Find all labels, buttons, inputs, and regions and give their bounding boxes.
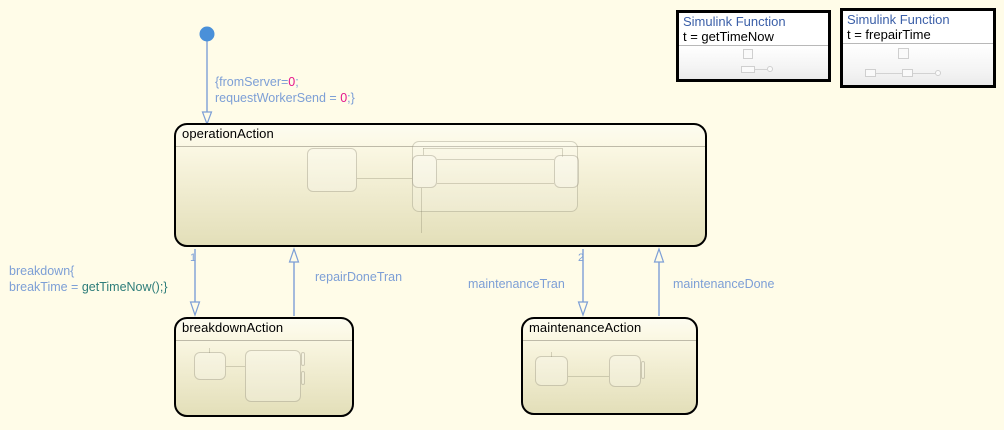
inner-substate (535, 356, 568, 386)
inner-port (301, 371, 305, 385)
inner-substate (609, 355, 641, 387)
default-transition-label: {fromServer=0; requestWorkerSend = 0;} (215, 75, 355, 105)
inner-substate (194, 352, 226, 380)
inner-port (301, 352, 305, 366)
preview-block (865, 69, 876, 77)
inner-connector (568, 376, 609, 377)
simulink-function-kind: Simulink Function (847, 12, 950, 27)
inner-substate (412, 155, 437, 188)
preview-port (935, 70, 941, 76)
state-divider (176, 146, 705, 147)
preview-signal-line (913, 73, 935, 74)
breakdown-transition-label: breakdown{ breakTime = getTimeNow();} (9, 264, 168, 294)
simulink-function-header: Simulink Function t = frepairTime (843, 11, 993, 43)
inner-connector (421, 188, 422, 233)
repair-done-transition-label: repairDoneTran (315, 270, 403, 284)
state-operationAction[interactable]: operationAction (174, 123, 707, 247)
maintenance-transition-arrowhead (577, 301, 589, 317)
preview-block (743, 49, 753, 59)
preview-block (898, 48, 909, 59)
state-breakdownAction[interactable]: breakdownAction (174, 317, 354, 417)
default-transition-arrowhead (201, 111, 213, 126)
simulink-function-header: Simulink Function t = getTimeNow (679, 13, 828, 45)
simulink-function-frepairTime[interactable]: Simulink Function t = frepairTime (840, 8, 996, 88)
state-label-maintenanceAction: maintenanceAction (529, 320, 642, 335)
preview-block (741, 66, 755, 73)
inner-connector (357, 178, 412, 179)
inner-superstate (412, 141, 578, 212)
inner-connector (562, 148, 563, 157)
simulink-function-signature: t = frepairTime (847, 27, 931, 42)
state-divider (523, 340, 696, 341)
state-label-operationAction: operationAction (182, 126, 274, 141)
maintenance-transition-priority: 2 (578, 252, 585, 264)
default-transition-junction (199, 26, 215, 42)
repair-done-transition-arrowhead (288, 247, 300, 263)
inner-connector (437, 183, 554, 184)
inner-connector (437, 159, 554, 160)
inner-substate (245, 350, 301, 402)
simulink-function-preview (679, 45, 828, 79)
inner-substate (554, 155, 579, 188)
simulink-function-getTimeNow[interactable]: Simulink Function t = getTimeNow (676, 10, 831, 82)
inner-connector (551, 352, 552, 357)
maintenance-done-transition-label: maintenanceDone (673, 277, 775, 291)
inner-substate (307, 148, 357, 192)
simulink-function-kind: Simulink Function (683, 14, 786, 29)
maintenance-done-transition-arrowhead (653, 247, 665, 263)
inner-connector (226, 366, 245, 367)
simulink-function-preview (843, 43, 993, 85)
breakdown-transition-arrowhead (189, 301, 201, 317)
state-divider (176, 340, 352, 341)
inner-port (641, 361, 645, 379)
simulink-function-signature: t = getTimeNow (683, 29, 774, 44)
state-maintenanceAction[interactable]: maintenanceAction (521, 317, 698, 415)
breakdown-transition-priority: 1 (190, 252, 197, 264)
maintenance-transition-label: maintenanceTran (468, 277, 565, 291)
inner-connector (423, 148, 562, 149)
preview-signal-line (876, 73, 902, 74)
preview-block (902, 69, 913, 77)
inner-connector (423, 148, 424, 155)
preview-port (767, 66, 773, 72)
state-label-breakdownAction: breakdownAction (182, 320, 284, 335)
preview-signal-line (755, 69, 767, 70)
inner-connector (209, 348, 210, 353)
